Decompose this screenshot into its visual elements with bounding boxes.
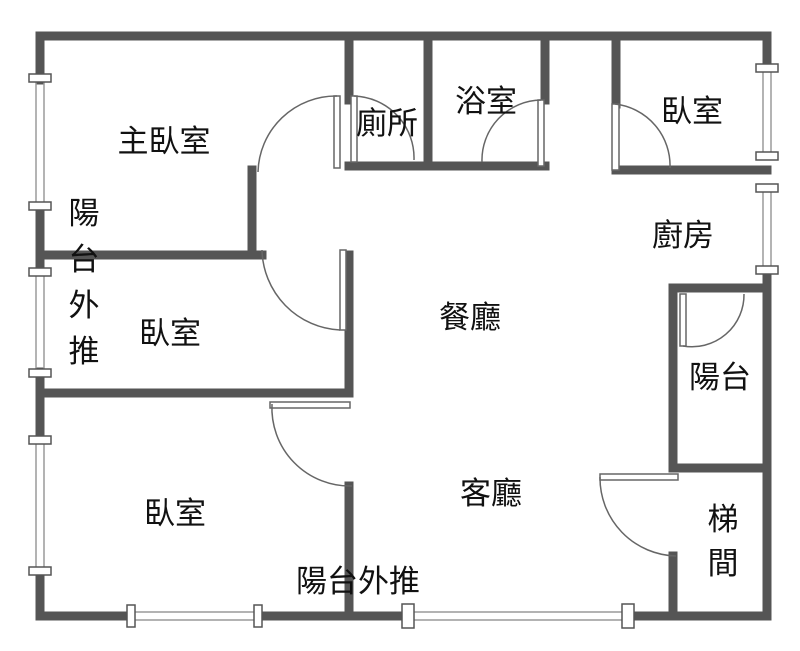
label-bedroom-middle: 臥室 <box>139 316 201 352</box>
label-balcony-left-1: 陽 <box>69 196 100 232</box>
door-master-arc <box>257 95 338 173</box>
walls <box>35 31 772 621</box>
label-bedroom-bottom: 臥室 <box>144 496 206 532</box>
label-master-bedroom: 主臥室 <box>118 124 211 160</box>
door-toilet-arc <box>353 95 415 161</box>
window-cap <box>28 73 52 83</box>
door-balcony-r-leaf <box>679 293 687 347</box>
door-stair-leaf <box>599 473 679 481</box>
window-cap <box>28 201 52 211</box>
door-bedroom-bottom-arc <box>271 403 353 487</box>
label-kitchen: 廚房 <box>652 218 714 254</box>
label-balcony-left-3: 外 <box>69 288 100 324</box>
window-cap <box>621 603 635 629</box>
label-balcony-left-4: 推 <box>69 334 100 370</box>
label-balcony-right: 陽台 <box>689 360 751 396</box>
window-cap <box>28 435 52 445</box>
window-cap <box>28 368 52 378</box>
label-toilet: 廁所 <box>356 106 418 142</box>
doors <box>257 95 745 557</box>
label-balcony-left-2: 台 <box>69 242 100 278</box>
window-cap <box>755 265 779 275</box>
window-cap <box>755 63 779 73</box>
label-bedroom-top-right: 臥室 <box>661 94 723 130</box>
label-stairwell-1: 梯 <box>708 502 739 538</box>
window-cap <box>755 151 779 161</box>
label-dining-room: 餐廳 <box>439 300 501 336</box>
door-bath-arc <box>481 99 542 163</box>
window-cap <box>28 566 52 576</box>
door-bedroom-tr-leaf <box>611 103 620 171</box>
room-labels: 主臥室 廁所 浴室 臥室 廚房 陽 台 外 推 臥室 餐廳 陽台 臥室 客廳 梯… <box>69 84 752 600</box>
door-bath-leaf <box>537 99 545 167</box>
label-living-room: 客廳 <box>460 476 522 512</box>
door-balcony-r-arc <box>682 293 745 348</box>
door-bedroom-mid-arc <box>261 249 341 331</box>
door-stair-arc <box>599 476 677 557</box>
door-master-leaf <box>333 95 341 169</box>
window-cap <box>401 603 415 629</box>
window-cap <box>28 267 52 277</box>
label-balcony-bottom: 陽台外推 <box>296 564 420 600</box>
door-bedroom-bottom-leaf <box>269 401 351 409</box>
door-bedroom-mid-leaf <box>339 249 347 331</box>
window-cap <box>126 604 136 628</box>
label-bathroom: 浴室 <box>455 84 517 120</box>
door-bedroom-tr-arc <box>614 103 671 169</box>
window-cap <box>253 604 263 628</box>
label-stairwell-2: 間 <box>708 546 739 582</box>
window-cap <box>755 183 779 193</box>
windows <box>28 63 779 629</box>
